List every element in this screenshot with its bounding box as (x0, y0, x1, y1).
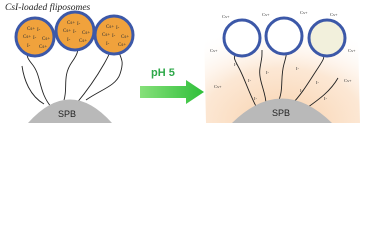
spb-label: SPB (272, 108, 290, 118)
empty-liposome (222, 18, 262, 58)
fliposome-diagram: CsI-loaded fliposomes SPB Cs+I-Cs+I-Cs+I… (5, 2, 360, 123)
released-anion: I- (316, 80, 320, 85)
released-cation: Cs+ (344, 78, 352, 83)
spb-substrate (28, 99, 112, 123)
released-anion: I- (254, 96, 258, 101)
ion-label: Cs+ (27, 27, 35, 32)
ion-label: Cs+ (42, 37, 50, 42)
ion-label: Cs+ (79, 39, 87, 44)
released-anion: I- (300, 88, 304, 93)
spb-substrate (232, 98, 332, 123)
liposome (14, 16, 56, 58)
ion-label: I- (33, 36, 37, 41)
ion-label: Cs+ (63, 29, 71, 34)
ion-label: I- (77, 22, 81, 27)
tether-line (259, 49, 267, 105)
ion-label: Cs+ (118, 43, 126, 48)
ph-label: pH 5 (151, 67, 175, 79)
released-anion: I- (248, 78, 252, 83)
ion-label: I- (37, 28, 41, 33)
ion-label: I- (106, 42, 110, 47)
released-anion: I- (234, 62, 238, 67)
ph-arrow: pH 5 (140, 67, 204, 104)
ion-label: I- (116, 26, 120, 31)
ion-label: Cs+ (106, 25, 114, 30)
ion-label: Cs+ (121, 35, 129, 40)
released-anion: I- (296, 66, 300, 71)
ion-label: Cs+ (82, 31, 90, 36)
released-cation: Cs+ (222, 14, 230, 19)
encapsulated-ions: Cs+I-Cs+I-Cs+I-Cs+Cs+I-Cs+I-Cs+I-Cs+Cs+I… (23, 21, 129, 50)
released-cation: Cs+ (262, 12, 270, 17)
liposome (93, 14, 135, 56)
tether-line (21, 65, 45, 105)
released-ions: Cs+ Cs+ Cs+ Cs+ Cs+ Cs+ Cs+ Cs+ I- I- I- I- I- I- I- I- (210, 10, 356, 101)
left-panel: SPB Cs+I-Cs+I-Cs+I-Cs+Cs+I-Cs+I-Cs+I-Cs+… (14, 10, 135, 123)
tether-line (233, 51, 259, 111)
ion-label: Cs+ (67, 21, 75, 26)
ion-label: Cs+ (23, 35, 31, 40)
ion-label: Cs+ (102, 33, 110, 38)
ion-label: Cs+ (39, 45, 47, 50)
empty-liposome (307, 18, 347, 58)
ion-label: I- (27, 44, 31, 49)
ion-label: I- (73, 30, 77, 35)
released-anion: I- (324, 96, 328, 101)
released-cation: Cs+ (300, 10, 308, 15)
right-panel: SPB Cs+ Cs+ Cs+ Cs+ Cs+ Cs+ Cs+ Cs+ I- I- I- I- I- I-… (204, 10, 360, 123)
empty-liposome (264, 16, 304, 56)
tether-line (85, 49, 123, 101)
diagram-title: CsI-loaded fliposomes (5, 2, 91, 13)
spb-label: SPB (58, 109, 76, 119)
arrow-shape (140, 80, 204, 104)
released-cation: Cs+ (348, 48, 356, 53)
released-cation: Cs+ (210, 48, 218, 53)
released-anion: I- (266, 70, 270, 75)
released-cation: Cs+ (330, 12, 338, 17)
ion-label: I- (112, 34, 116, 39)
released-cation: Cs+ (214, 84, 222, 89)
ion-label: I- (67, 38, 71, 43)
